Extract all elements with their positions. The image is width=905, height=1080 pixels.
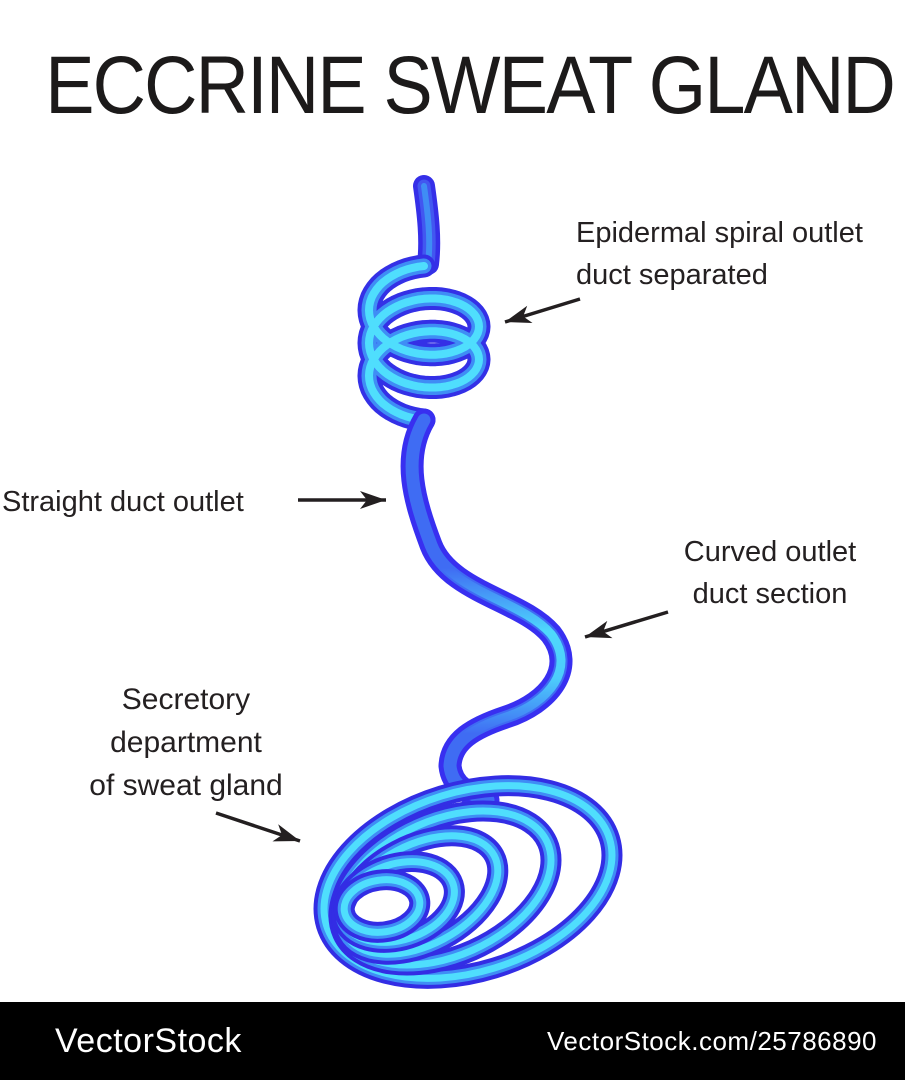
label-line: of sweat gland xyxy=(89,769,283,802)
label-line: Secretory xyxy=(121,683,251,716)
label-epidermal-spiral-outlet: Epidermal spiral outlet duct separated xyxy=(576,212,863,296)
vectorstock-credit: VectorStock.com/25786890 xyxy=(547,1025,877,1056)
label-straight-duct-outlet: Straight duct outlet xyxy=(2,481,244,523)
page-title: ECCRINE SWEAT GLAND xyxy=(45,39,896,131)
label-curved-outlet-duct: Curved outlet duct section xyxy=(655,531,885,615)
arrow-secretory xyxy=(215,811,301,843)
gland-tubes xyxy=(313,175,623,989)
label-line: Epidermal spiral outlet xyxy=(576,217,863,249)
vectorstock-logo: VectorStock xyxy=(55,1021,242,1060)
label-line: duct separated xyxy=(576,259,768,291)
pointer-arrows xyxy=(215,297,669,843)
label-line: duct section xyxy=(692,578,848,610)
tube-segment xyxy=(407,415,566,805)
arrow-curved xyxy=(584,610,669,639)
label-line: department xyxy=(110,726,262,759)
label-line: Straight duct outlet xyxy=(2,486,244,518)
tube-segment xyxy=(340,876,424,936)
arrow-epidermal xyxy=(504,297,581,324)
tube-segment xyxy=(400,408,573,812)
tube-segment xyxy=(320,782,616,982)
label-secretory-department: Secretory department of sweat gland xyxy=(61,678,311,807)
tube-segment xyxy=(365,262,483,424)
label-line: Curved outlet xyxy=(683,536,857,568)
watermark-bar: VectorStock VectorStock.com/25786890 xyxy=(0,1002,905,1080)
